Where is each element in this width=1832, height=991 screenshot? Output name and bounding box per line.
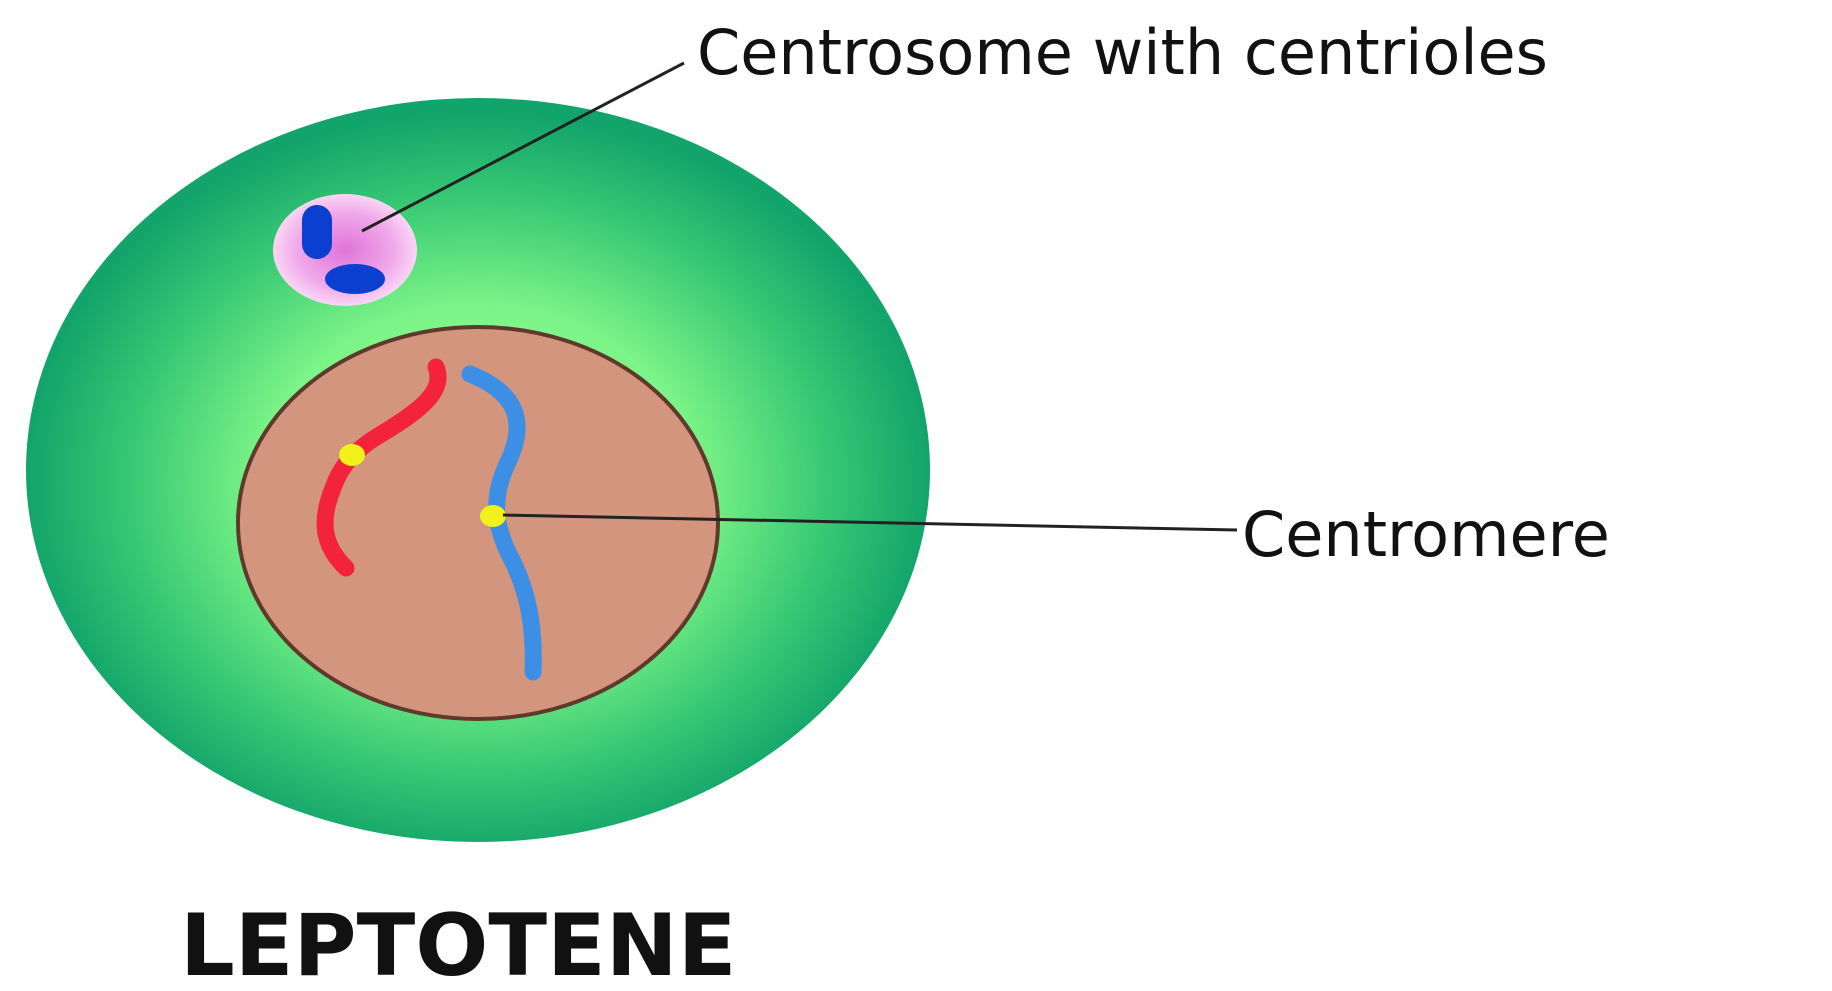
centromere-dot-red [339, 444, 365, 466]
centromere-dot-blue [480, 505, 506, 527]
centromere-label: Centromere [1242, 498, 1610, 571]
centrosome [273, 194, 417, 306]
diagram-title: LEPTOTENE [180, 896, 736, 991]
centriole-vertical [302, 205, 332, 259]
centriole-horizontal [325, 264, 385, 294]
centrosome-label: Centrosome with centrioles [697, 16, 1548, 89]
